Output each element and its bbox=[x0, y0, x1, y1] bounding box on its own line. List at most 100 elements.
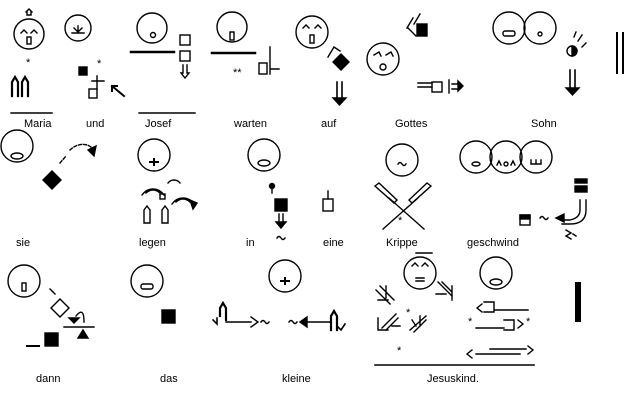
head-icon bbox=[136, 12, 168, 44]
mouth-open-icon bbox=[309, 34, 315, 44]
head-icon bbox=[137, 138, 171, 172]
sign-maria: * bbox=[10, 8, 53, 114]
head-icon bbox=[64, 14, 92, 42]
finger-cross-icon bbox=[91, 75, 105, 90]
head-icon bbox=[13, 18, 45, 50]
hand-flat-left-icon bbox=[373, 182, 399, 204]
arrow-bidirectional-icon bbox=[465, 345, 535, 359]
finger-diagonal-icon bbox=[406, 13, 421, 29]
word-label-in: in bbox=[246, 237, 255, 249]
hand-curve-icon bbox=[75, 311, 85, 323]
movement-curve-icon bbox=[561, 199, 587, 225]
word-label-maria: Maria bbox=[24, 118, 52, 130]
word-label-jesuskind: Jesuskind. bbox=[427, 373, 479, 385]
hand-square-filled-icon bbox=[274, 198, 288, 212]
hand-square-filled-icon bbox=[416, 23, 428, 37]
head-right-icon bbox=[523, 11, 557, 45]
head-icon bbox=[268, 259, 302, 293]
head-icon bbox=[130, 264, 164, 298]
punctuation-double-bar bbox=[616, 32, 624, 74]
mouth-wiggle-icon bbox=[397, 161, 407, 167]
hand-shape-2-icon bbox=[435, 281, 453, 301]
sign-sie bbox=[0, 129, 97, 190]
hand-diamond-icon bbox=[50, 298, 70, 318]
head-icon bbox=[385, 143, 419, 177]
word-label-gottes: Gottes bbox=[395, 118, 428, 130]
sign-josef bbox=[129, 12, 196, 114]
angle-right-icon bbox=[517, 319, 525, 329]
arrowhead-icon bbox=[188, 198, 199, 211]
sign-geschwind bbox=[459, 140, 588, 240]
finger-extended-icon bbox=[269, 46, 280, 75]
arrowhead-up-icon bbox=[76, 328, 90, 339]
hand-square-icon bbox=[431, 81, 443, 93]
finger-icon bbox=[211, 317, 218, 326]
wiggle-right-icon bbox=[288, 319, 298, 325]
head-icon bbox=[7, 264, 41, 298]
sign-das bbox=[130, 264, 176, 324]
contact-star-icon: * bbox=[406, 307, 411, 319]
arrowhead-hollow-right-icon bbox=[250, 316, 260, 328]
eyes-up-icon bbox=[496, 159, 516, 166]
hand-bar-2-icon bbox=[574, 185, 588, 193]
wiggle-icon bbox=[276, 235, 286, 241]
mouth-icon bbox=[149, 158, 159, 166]
head-left-icon bbox=[403, 256, 437, 290]
hand-flat-right-icon bbox=[20, 74, 30, 98]
hand-square-bottom-icon bbox=[179, 50, 191, 62]
hand-flat-icon bbox=[417, 82, 433, 88]
teeth-icon bbox=[530, 159, 542, 165]
hand-square-top-icon bbox=[179, 34, 191, 46]
sign-in bbox=[247, 138, 288, 241]
hand-square-filled-icon bbox=[78, 66, 88, 76]
hand-left-icon bbox=[218, 300, 228, 322]
head-left-icon bbox=[459, 140, 493, 174]
hand-bar-icon bbox=[574, 178, 588, 184]
finger-icon bbox=[335, 322, 347, 332]
hand-square-fill bbox=[519, 214, 531, 220]
eyes-diagonal-icon bbox=[373, 51, 394, 57]
contact-star-icon-4: * bbox=[526, 316, 531, 328]
arrow-up-icon bbox=[25, 8, 33, 16]
word-label-warten: warten bbox=[234, 118, 268, 130]
sign-gottes bbox=[366, 13, 464, 94]
mouth-open-icon bbox=[26, 36, 32, 45]
mouth-icon bbox=[280, 277, 290, 285]
mouth-icon bbox=[415, 277, 425, 282]
word-label-kleine: kleine bbox=[282, 373, 311, 385]
hand-diamond-filled-icon bbox=[332, 53, 350, 71]
eyebrow-arc-icon bbox=[302, 24, 322, 29]
word-label-auf: auf bbox=[321, 118, 337, 130]
word-label-legen: legen bbox=[139, 237, 166, 249]
hand-square-filled-icon bbox=[44, 332, 59, 347]
eyebrow-icon bbox=[411, 262, 429, 267]
hand-bracket-bottom-icon bbox=[475, 319, 515, 331]
word-label-geschwind: geschwind bbox=[467, 237, 519, 249]
hand-flat-right-icon bbox=[407, 182, 433, 204]
word-label-sie: sie bbox=[16, 237, 31, 249]
teeth-icon bbox=[502, 30, 516, 37]
hand-shape-4-icon bbox=[409, 315, 427, 333]
wiggle-left-icon bbox=[260, 319, 270, 325]
mouth-teeth-icon bbox=[257, 159, 271, 167]
arrowhead-down-icon bbox=[564, 87, 581, 97]
mouth-open-icon bbox=[21, 282, 27, 292]
hand-flat-left-icon bbox=[143, 204, 151, 224]
movement-arc-icon bbox=[141, 188, 165, 196]
hand-flat-right-icon bbox=[161, 204, 169, 224]
mouth-teeth-icon bbox=[10, 152, 24, 160]
contact-star-icon-2: * bbox=[397, 345, 402, 357]
sign-warten: ** bbox=[210, 11, 280, 79]
contact-star-icon: ** bbox=[233, 67, 242, 79]
arrowhead-filled-left-icon bbox=[298, 315, 308, 329]
movement-arc-2-icon bbox=[167, 179, 181, 184]
head-icon bbox=[295, 15, 329, 49]
word-label-josef: Josef bbox=[145, 118, 172, 130]
contact-star-icon: * bbox=[398, 215, 403, 227]
movement-lines-icon bbox=[573, 31, 587, 48]
sign-legen bbox=[137, 138, 199, 224]
head-right-icon bbox=[519, 140, 553, 174]
head-right-icon bbox=[479, 256, 513, 290]
